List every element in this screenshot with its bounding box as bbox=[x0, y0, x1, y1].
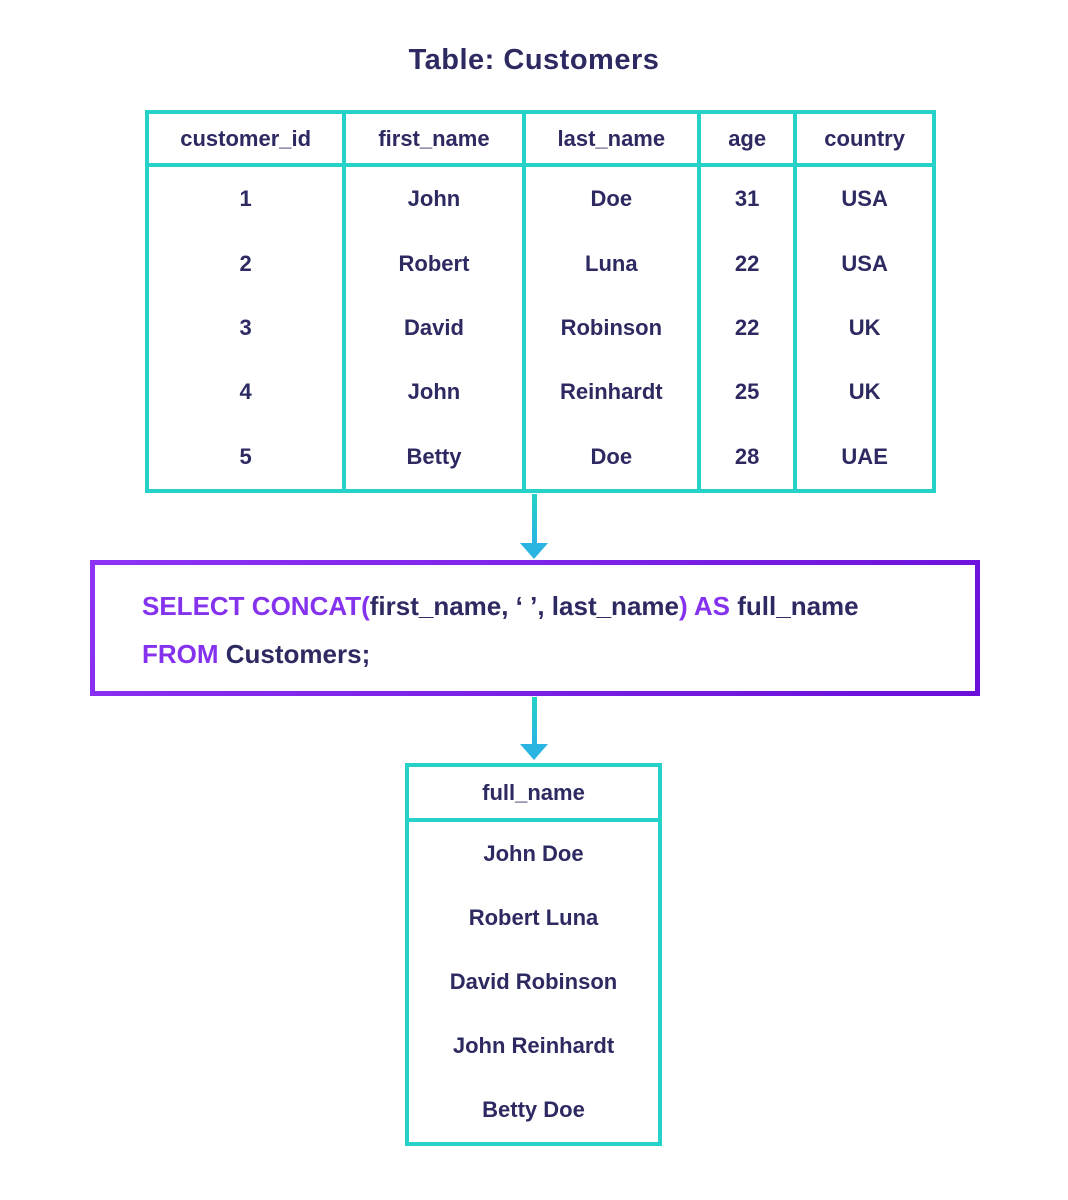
result-table: full_name John Doe Robert Luna David Rob… bbox=[405, 763, 662, 1146]
arrow-shaft bbox=[531, 697, 537, 744]
table-cell: Robinson bbox=[526, 295, 701, 361]
table-cell: Betty bbox=[346, 424, 526, 490]
table-cell: 25 bbox=[701, 360, 798, 425]
table-cell: 3 bbox=[149, 295, 347, 361]
page-title: Table: Customers bbox=[408, 44, 660, 76]
sql-query-line-2: FROM Customers; bbox=[142, 630, 955, 678]
table-cell: Reinhardt bbox=[526, 360, 701, 425]
sql-keyword: ) AS bbox=[678, 591, 738, 621]
table-cell: John bbox=[346, 360, 526, 425]
table-row: 5 Betty Doe 28 UAE bbox=[149, 424, 932, 490]
result-row: Robert Luna bbox=[409, 886, 658, 950]
table-row: 1 John Doe 31 USA bbox=[149, 167, 932, 232]
table-cell: Luna bbox=[526, 231, 701, 296]
table-cell: UK bbox=[848, 379, 881, 405]
column-header-customer-id: customer_id bbox=[149, 114, 347, 163]
result-row: David Robinson bbox=[409, 950, 658, 1014]
table-cell: 22 bbox=[701, 295, 798, 361]
result-row: Betty Doe bbox=[409, 1078, 658, 1142]
down-arrow-icon bbox=[520, 697, 548, 760]
table-cell: 2 bbox=[149, 231, 347, 296]
result-cell: John Doe bbox=[483, 841, 584, 866]
sql-keyword: FROM bbox=[142, 639, 226, 669]
table-cell: USA bbox=[841, 186, 888, 212]
sql-identifier: Customers; bbox=[225, 639, 371, 669]
table-cell: John bbox=[346, 167, 526, 232]
column-header-age: age bbox=[701, 114, 798, 163]
sql-query-box: SELECT CONCAT(first_name, ‘ ’, last_name… bbox=[90, 560, 980, 696]
table-cell: UAE bbox=[841, 443, 888, 469]
result-cell: David Robinson bbox=[449, 969, 618, 994]
table-cell: UK bbox=[848, 315, 881, 341]
table-row: 2 Robert Luna 22 USA bbox=[149, 231, 932, 296]
table-cell: 1 bbox=[149, 167, 347, 232]
arrow-head bbox=[520, 543, 548, 559]
table-cell: 4 bbox=[149, 360, 347, 425]
result-row: John Reinhardt bbox=[409, 1014, 658, 1078]
table-cell: Doe bbox=[526, 424, 701, 490]
result-table-header-row: full_name bbox=[409, 767, 658, 822]
column-header-last-name: last_name bbox=[526, 114, 701, 163]
table-cell: 22 bbox=[701, 231, 798, 296]
customers-table: customer_id first_name last_name age cou… bbox=[145, 110, 936, 493]
table-row: 4 John Reinhardt 25 UK bbox=[149, 360, 932, 425]
column-header-country: country bbox=[824, 125, 905, 151]
table-cell: 31 bbox=[701, 167, 798, 232]
column-header-full-name: full_name bbox=[482, 779, 585, 805]
table-cell: 28 bbox=[701, 424, 798, 490]
sql-query-line-1: SELECT CONCAT(first_name, ‘ ’, last_name… bbox=[142, 582, 955, 630]
sql-keyword: SELECT CONCAT( bbox=[142, 591, 370, 621]
column-header-first-name: first_name bbox=[346, 114, 526, 163]
table-cell: David bbox=[346, 295, 526, 361]
table-cell: USA bbox=[841, 250, 888, 276]
customers-table-header-row: customer_id first_name last_name age cou… bbox=[149, 114, 932, 167]
result-row: John Doe bbox=[409, 822, 658, 886]
table-cell: Doe bbox=[526, 167, 701, 232]
table-cell: Robert bbox=[346, 231, 526, 296]
result-cell: John Reinhardt bbox=[452, 1033, 615, 1058]
result-cell: Robert Luna bbox=[468, 905, 599, 930]
down-arrow-icon bbox=[520, 494, 548, 559]
result-cell: Betty Doe bbox=[482, 1097, 585, 1122]
sql-identifier: first_name, ‘ ’, last_name bbox=[369, 591, 679, 621]
table-row: 3 David Robinson 22 UK bbox=[149, 295, 932, 361]
table-cell: 5 bbox=[149, 424, 347, 490]
arrow-head bbox=[520, 744, 548, 760]
sql-identifier: full_name bbox=[737, 591, 859, 621]
arrow-shaft bbox=[531, 494, 537, 543]
